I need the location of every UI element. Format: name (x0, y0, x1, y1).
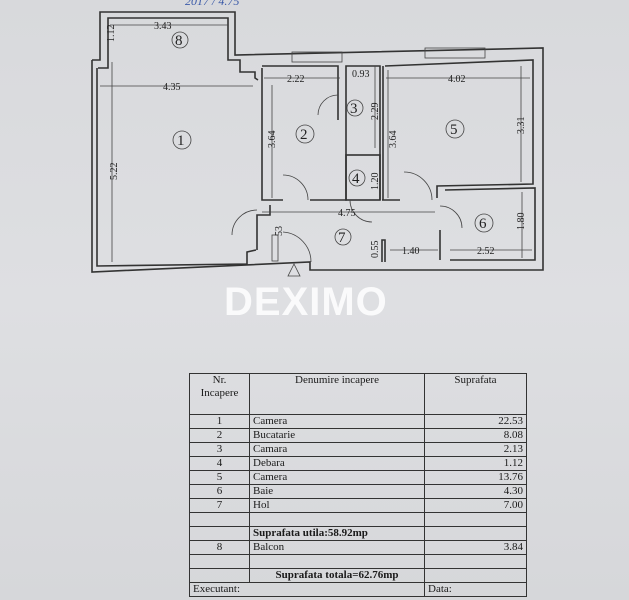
empty-row (189, 512, 527, 527)
dim-room6-width: 2.52 (477, 246, 495, 257)
dim-room2-depth: 3.64 (267, 131, 278, 149)
dim-balcony-depth: 1.12 (106, 25, 117, 43)
signature-row: Executant:Data: (189, 582, 527, 597)
cell-nr: 2 (189, 428, 250, 443)
deximo-watermark-logo: DEXIMO (224, 280, 388, 324)
cell-name: Hol (249, 498, 425, 513)
dim-room5-depth: 3.64 (388, 131, 399, 149)
useful-area-row: Suprafata utila:58.92mp (189, 526, 527, 541)
cell-nr: 3 (189, 442, 250, 457)
cell-name: Camera (249, 470, 425, 485)
total-area: Suprafata totala=62.76mp (249, 568, 425, 583)
cell-name: Bucatarie (249, 428, 425, 443)
cell-name: Baie (249, 484, 425, 499)
cell-area: 13.76 (424, 470, 527, 485)
room-4-label: 4 (352, 171, 360, 187)
cell-name: Balcon (249, 540, 425, 555)
room-2-label: 2 (300, 127, 308, 143)
dim-hall-length: 4.75 (338, 208, 356, 219)
area-table: Nr. Incapere Denumire incapere Suprafata… (189, 373, 527, 597)
dim-room5-width: 4.02 (448, 74, 466, 85)
cell-nr: 1 (189, 414, 250, 429)
floor-plan: 3.43 1.12 4.35 5.22 2.22 3.64 0.93 2.29 … (91, 11, 544, 277)
cell-area: 1.12 (424, 456, 527, 471)
cell-name: Camera (249, 414, 425, 429)
cell-area: 3.84 (424, 540, 527, 555)
cell-nr: 6 (189, 484, 250, 499)
room-5-label: 5 (450, 122, 458, 138)
dim-room1-width: 4.35 (163, 82, 181, 93)
dim-room1-depth: 5.22 (109, 163, 120, 181)
executant-label: Executant: (189, 582, 425, 597)
dim-hall-segment: 1.40 (402, 246, 420, 257)
empty-row (189, 554, 527, 569)
dim-room2-width: 2.22 (287, 74, 305, 85)
dim-balcony-width: 3.43 (154, 21, 172, 32)
dim-room5-depth2: 3.31 (516, 117, 527, 135)
cell-name: Debara (249, 456, 425, 471)
cell-area: 8.08 (424, 428, 527, 443)
room-1-label: 1 (177, 133, 185, 149)
cell-nr: 7 (189, 498, 250, 513)
room-3-label: 3 (350, 101, 358, 117)
useful-area: Suprafata utila:58.92mp (249, 526, 425, 541)
room-7-label: 7 (338, 230, 346, 246)
table-header: Nr. Incapere Denumire incapere Suprafata (189, 373, 527, 415)
header-name: Denumire incapere (249, 373, 425, 415)
dim-room3-depth: 2.29 (370, 103, 381, 121)
dim-room6-depth: 1.80 (516, 213, 527, 231)
cell-area: 2.13 (424, 442, 527, 457)
dim-room3-width: 0.93 (352, 69, 370, 80)
date-label: Data: (424, 582, 527, 597)
cell-area: 7.00 (424, 498, 527, 513)
cell-name: Camara (249, 442, 425, 457)
dim-hall-step: 0.55 (370, 241, 381, 259)
header-nr: Nr. Incapere (189, 373, 250, 415)
handwritten-note: 2017 / 4.75 (185, 0, 240, 8)
cell-area: 22.53 (424, 414, 527, 429)
room-labels: 8 1 2 3 4 5 6 7 (171, 31, 494, 246)
cell-nr: 5 (189, 470, 250, 485)
cell-area: 4.30 (424, 484, 527, 499)
room-6-label: 6 (479, 216, 487, 232)
dim-hall-small: 53 (274, 226, 285, 236)
cell-nr: 4 (189, 456, 250, 471)
total-area-row: Suprafata totala=62.76mp (189, 568, 527, 583)
header-area: Suprafata (424, 373, 527, 415)
room-8-label: 8 (175, 33, 183, 49)
dim-room4-depth: 1.20 (370, 173, 381, 191)
cell-nr: 8 (189, 540, 250, 555)
